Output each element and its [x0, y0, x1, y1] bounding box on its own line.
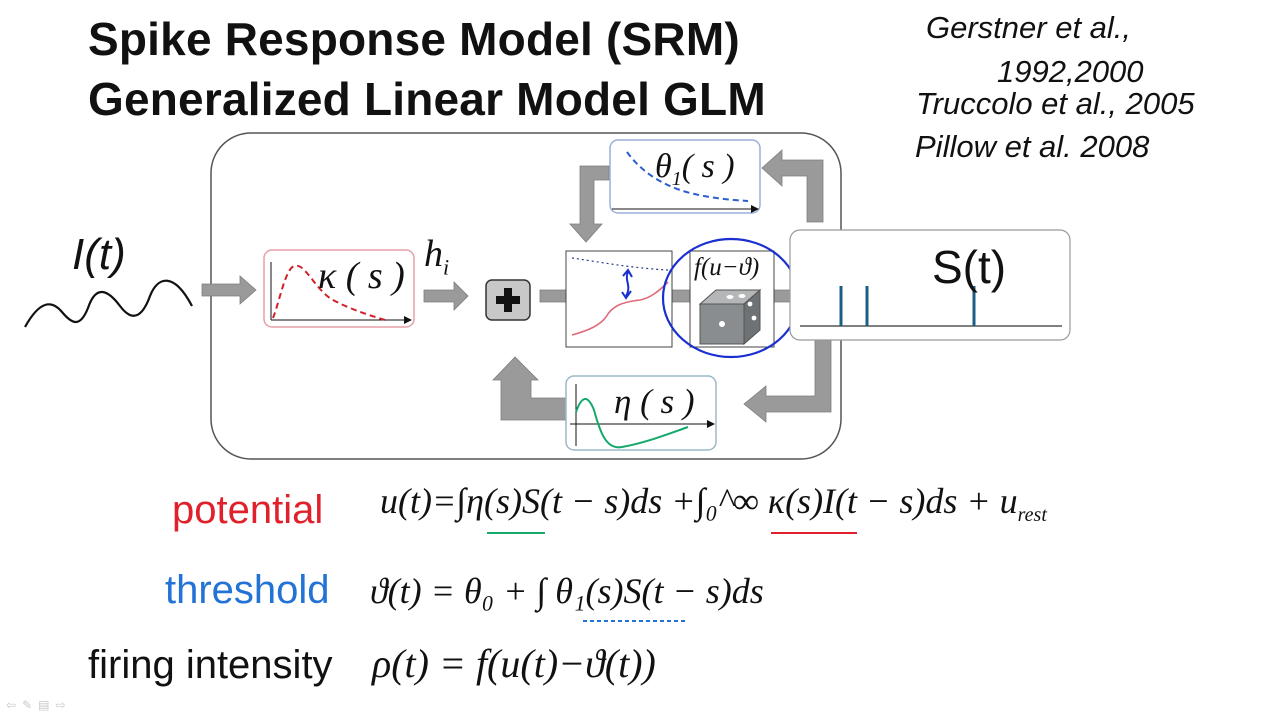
title-line-1: Spike Response Model (SRM) — [88, 13, 740, 65]
eta-kernel-curve — [575, 398, 689, 449]
back-icon[interactable]: ⇦ — [6, 698, 23, 712]
threshold-equation: ϑ(t) = θ₀ + ∫ θ₁(s)S(t − s)ds — [370, 571, 764, 611]
ref-pillow: Pillow et al. 2008 — [915, 129, 1150, 164]
input-label: I(t) — [72, 230, 126, 279]
membrane-curve — [571, 281, 669, 336]
eta-label: η ( s ) — [614, 382, 695, 421]
firing-intensity-label: firing intensity — [88, 643, 333, 687]
arrow-feedback-theta-left — [569, 165, 610, 243]
arrow-input-to-kappa — [201, 275, 257, 305]
ref-gerstner: Gerstner et al., — [926, 10, 1132, 45]
eta-box — [565, 375, 717, 451]
threshold-label: threshold — [165, 568, 330, 612]
potential-equation: u(t)=∫η(s)S(t − s)ds +∫₀^∞ κ(s)I(t − s)d… — [380, 481, 1047, 527]
theta1-box — [609, 139, 761, 214]
output-box — [789, 229, 1071, 341]
firing-intensity-equation: ρ(t) = f(u(t)−ϑ(t)) — [372, 641, 656, 686]
threshold-dotted-curve — [571, 257, 669, 271]
kappa-box — [263, 249, 415, 328]
arrow-kappa-to-sum — [423, 281, 469, 311]
input-signal — [24, 279, 193, 328]
dice-icon — [698, 288, 762, 346]
nonlinearity-label: f(u−ϑ) — [694, 254, 760, 281]
potential-label: potential — [172, 488, 324, 532]
pen-icon[interactable]: ✎ — [22, 698, 39, 712]
menu-icon[interactable]: ▤ — [38, 698, 56, 712]
h-label: hi — [424, 233, 450, 280]
ref-gerstner-years: 1992,2000 — [997, 54, 1144, 89]
distance-arrow-icon — [625, 271, 630, 297]
ref-truccolo: Truccolo et al., 2005 — [916, 86, 1195, 121]
output-label: S(t) — [932, 241, 1007, 293]
kappa-kernel-curve — [272, 264, 386, 321]
kappa-label: κ ( s ) — [318, 255, 405, 297]
arrow-feedback-eta-right — [743, 339, 832, 423]
theta1-label: θ1( s ) — [655, 148, 735, 190]
plus-icon — [496, 288, 520, 312]
title-line-2: Generalized Linear Model GLM — [88, 73, 766, 125]
forward-icon[interactable]: ⇨ — [55, 698, 72, 712]
arrow-feedback-eta-left — [492, 356, 567, 421]
arrow-feedback-theta-right — [761, 149, 824, 223]
slide-navigation: ⇦✎▤⇨ — [6, 698, 72, 712]
